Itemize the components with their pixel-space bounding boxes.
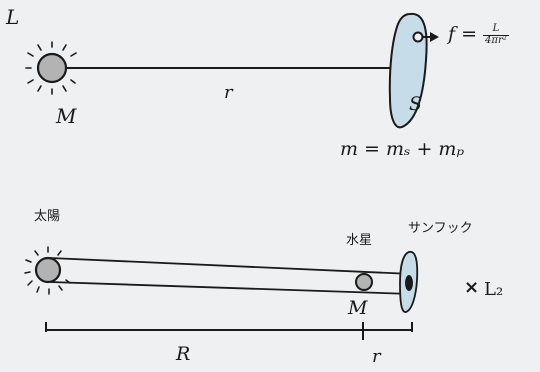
small-distance-label: r: [372, 346, 381, 367]
luminosity-label: L: [6, 5, 20, 29]
distance-scale: [45, 322, 413, 340]
bottom-sail-core: [405, 275, 413, 291]
big-distance-label: R: [176, 343, 191, 365]
beam-bottom-line: [49, 281, 413, 295]
flux-lhs: f =: [448, 23, 477, 45]
distance-label: r: [224, 82, 233, 103]
sail-arrow-head: [430, 32, 439, 42]
l2-marker: ×: [464, 277, 480, 298]
flux-equation: f = L 4πr²: [448, 23, 509, 46]
flux-numerator: L: [483, 23, 509, 36]
mercury-label: 水星: [346, 233, 373, 248]
sunfuk-label: サンフック: [408, 221, 473, 236]
star-mass-label: M: [56, 104, 77, 128]
flux-fraction: L 4πr²: [483, 23, 509, 46]
sun-star: [24, 246, 71, 295]
l2-label: L₂: [484, 279, 504, 300]
sail-label: S: [409, 93, 423, 115]
mass-equation: m = mₛ + mₚ: [340, 138, 465, 160]
mercury-planet: [355, 273, 373, 291]
sail-arrow-origin: [412, 31, 424, 43]
flux-denominator: 4πr²: [485, 34, 507, 46]
mercury-mass-label: M: [348, 297, 368, 319]
sun-label: 太陽: [34, 209, 61, 224]
beam-top-line: [49, 257, 413, 275]
